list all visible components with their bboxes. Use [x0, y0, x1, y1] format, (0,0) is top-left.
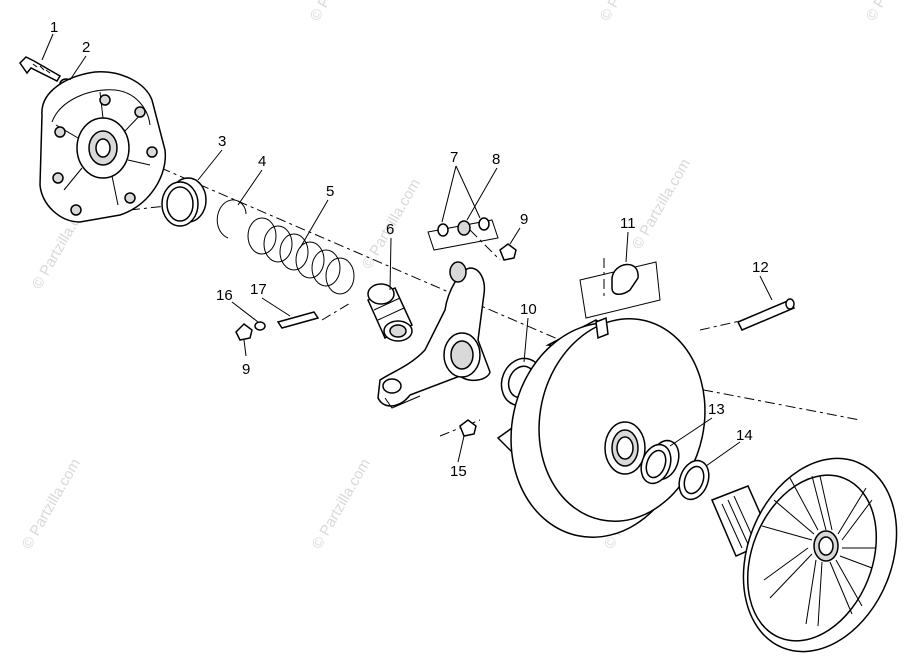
- callout-13: 13: [708, 401, 725, 418]
- callout-9-nut: 9: [520, 211, 528, 228]
- part-snap-ring: [216, 199, 247, 239]
- watermark-text: © Partzilla.com: [307, 0, 372, 24]
- callout-12: 12: [752, 259, 769, 276]
- part-bolt: [19, 56, 62, 82]
- part-hardware-7-8: [427, 217, 499, 251]
- part-shaft-washer: [678, 459, 710, 501]
- callout-11: 11: [620, 215, 636, 232]
- part-roller-sleeve: [367, 283, 413, 342]
- callout-15: 15: [450, 463, 467, 480]
- part-roller-arm: [377, 261, 491, 409]
- part-fixed-sheave: [711, 457, 898, 653]
- watermark-text: © Partzilla.com: [629, 156, 694, 252]
- watermark-text: © Partzilla.com: [863, 0, 905, 24]
- leader-lines: [41, 33, 773, 467]
- part-long-pin: [736, 298, 796, 331]
- callout-7: 7: [450, 149, 458, 166]
- callout-8: 8: [492, 151, 500, 168]
- callout-16: 16: [216, 287, 233, 304]
- part-bushing: [161, 177, 207, 227]
- callout-14: 14: [736, 427, 753, 444]
- callout-labels: 1 2 3 4 5 6 7 8 9 9 10 11 12 13 14 15 16…: [50, 19, 769, 480]
- callout-4: 4: [258, 153, 266, 170]
- watermark-text: © Partzilla.com: [309, 456, 374, 552]
- callout-1: 1: [50, 19, 58, 36]
- center-axis: [44, 87, 861, 437]
- callout-3: 3: [218, 133, 226, 150]
- watermark-text: © Partzilla.com: [19, 456, 84, 552]
- part-spring: [247, 217, 355, 295]
- part-pin-assembly: [235, 311, 320, 341]
- part-clip: [579, 261, 661, 319]
- part-clutch-cover: [39, 71, 167, 223]
- callout-6: 6: [386, 221, 394, 238]
- callout-2: 2: [82, 39, 90, 56]
- part-small-nut: [459, 419, 477, 437]
- part-nut: [499, 243, 517, 261]
- part-sheave-bushing: [640, 439, 680, 485]
- watermark-text: © Partzilla.com: [597, 0, 662, 24]
- callout-5: 5: [326, 183, 334, 200]
- callout-17: 17: [250, 281, 267, 298]
- callout-9-pin: 9: [242, 361, 250, 378]
- callout-10: 10: [520, 301, 537, 318]
